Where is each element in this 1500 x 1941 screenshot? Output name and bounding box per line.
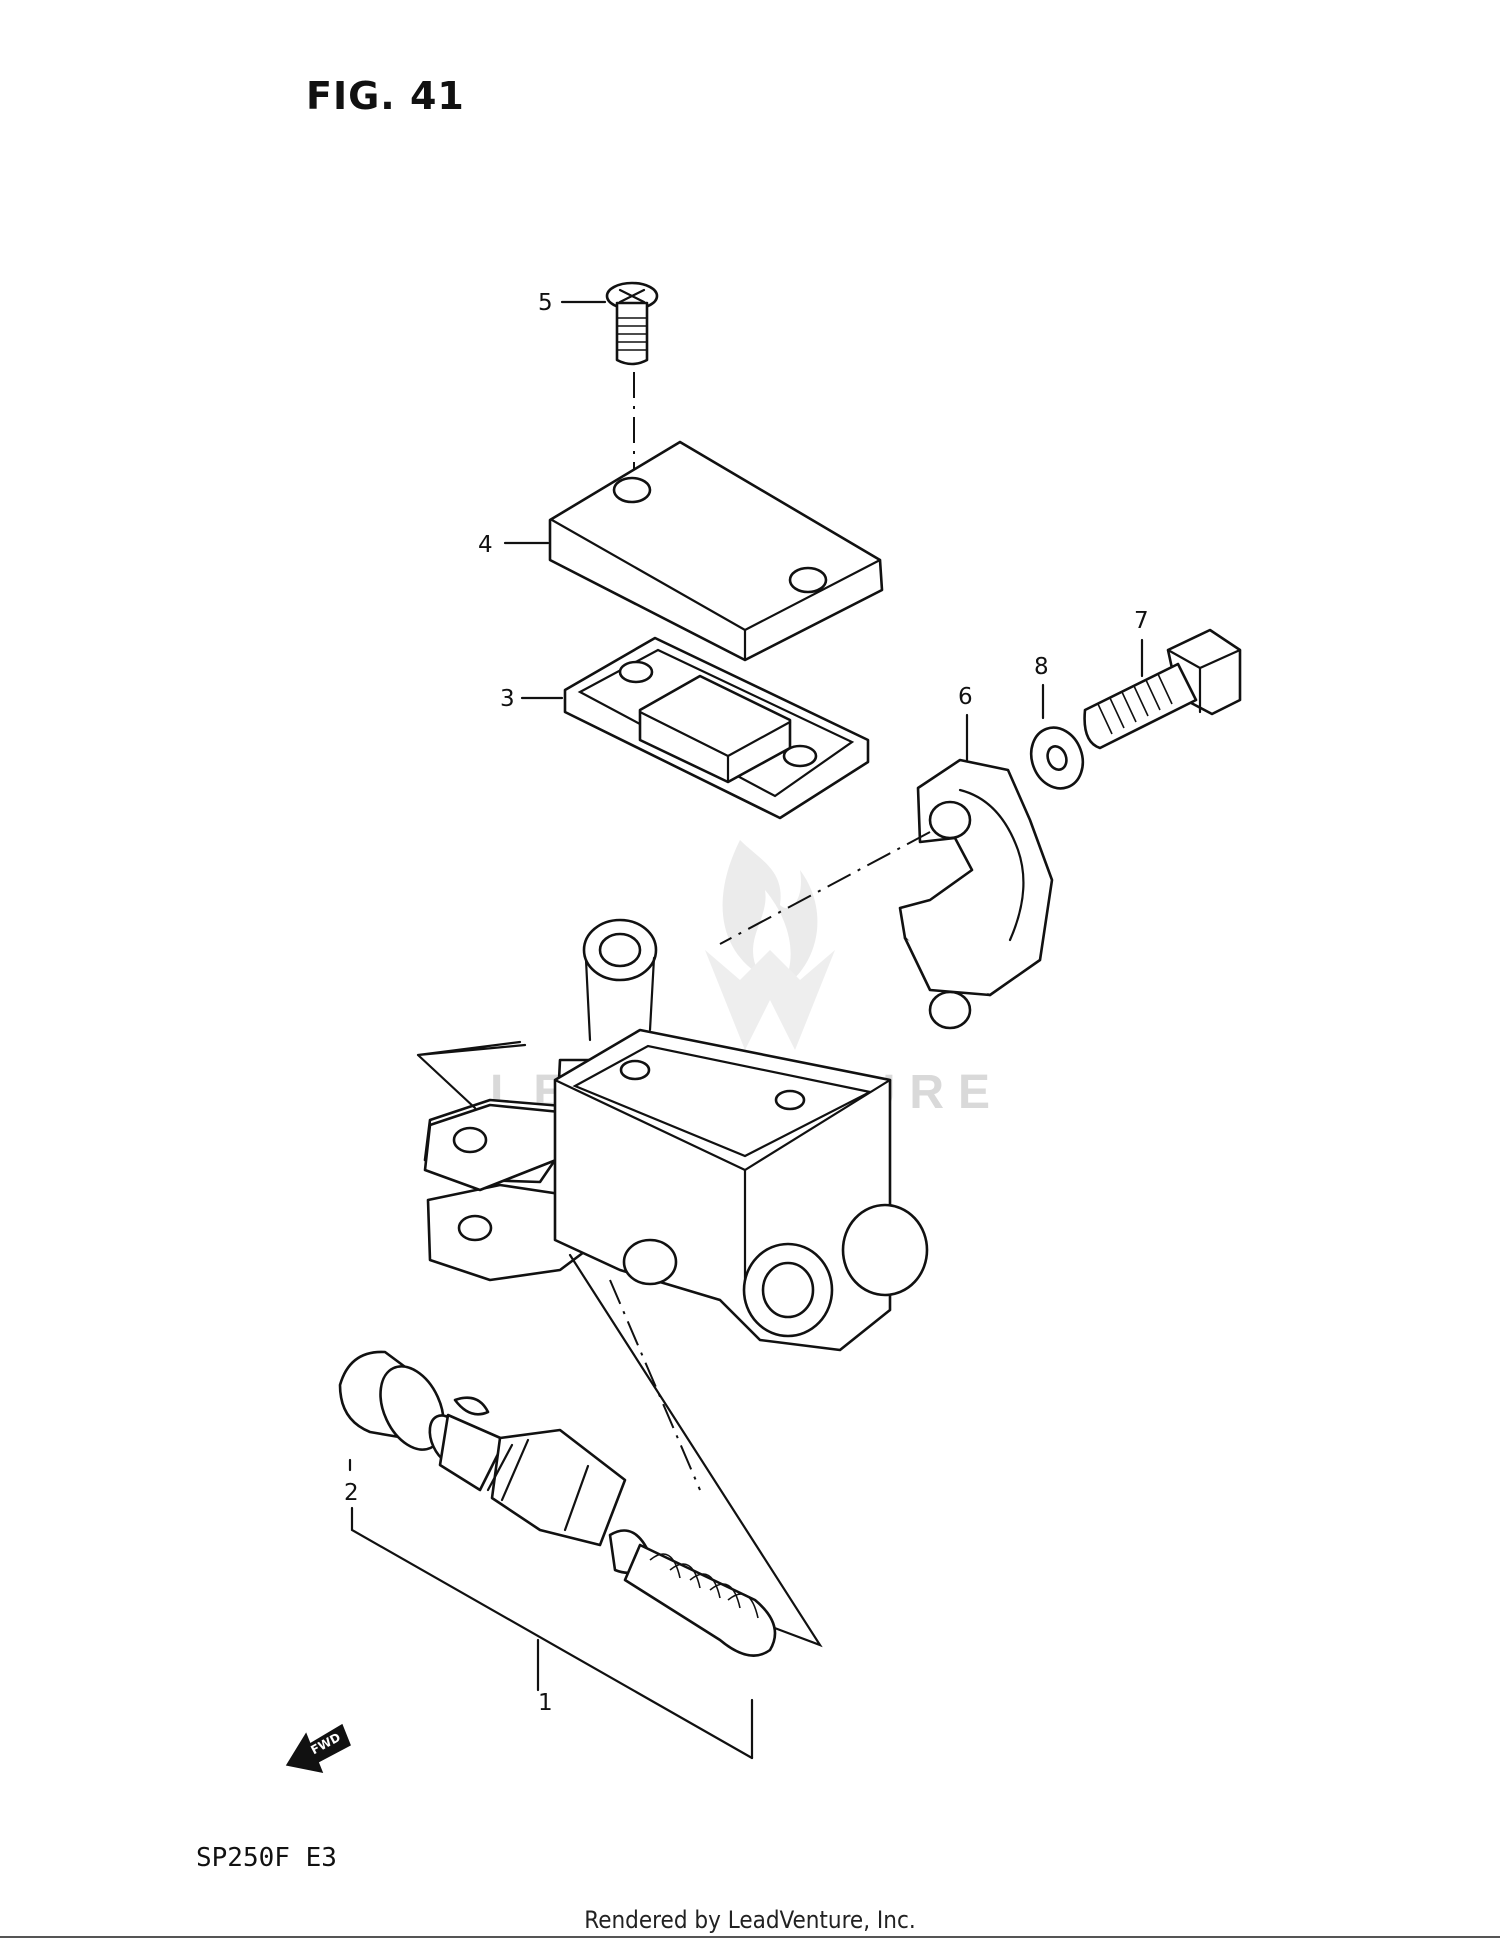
centerline-body-piston [609,1279,701,1491]
figure-title: FIG. 41 [306,74,465,118]
footer-credit: Rendered by LeadVenture, Inc. [584,1906,916,1934]
callout-7: 7 [1134,608,1149,634]
callout-2: 2 [344,1480,359,1506]
part-3-diaphragm [563,636,870,820]
fwd-arrow-icon: FWD [285,1723,351,1774]
callout-8: 8 [1034,654,1049,680]
part-4-reservoir-cap [548,440,884,662]
centerline-6-body [719,831,931,945]
part-6-clamp [898,758,1054,1030]
callout-5: 5 [538,290,553,316]
part-1-master-cylinder-body [423,918,929,1352]
callout-leaders [348,300,1144,1760]
callout-6: 6 [958,684,973,710]
footer: Rendered by LeadVenture, Inc. [0,1896,1500,1941]
watermark-flame-icon [705,840,835,1050]
callout-3: 3 [500,686,515,712]
part-8-washer [1029,726,1085,790]
callout-1: 1 [538,1690,553,1716]
callout-4: 4 [478,532,493,558]
part-5-screw [605,281,659,366]
leader-body-top [416,1040,527,1110]
model-code: SP250F E3 [196,1843,337,1873]
part-2-piston-kit [338,1350,777,1657]
part-7-bolt [1083,628,1242,750]
footer-divider [0,1936,1500,1938]
